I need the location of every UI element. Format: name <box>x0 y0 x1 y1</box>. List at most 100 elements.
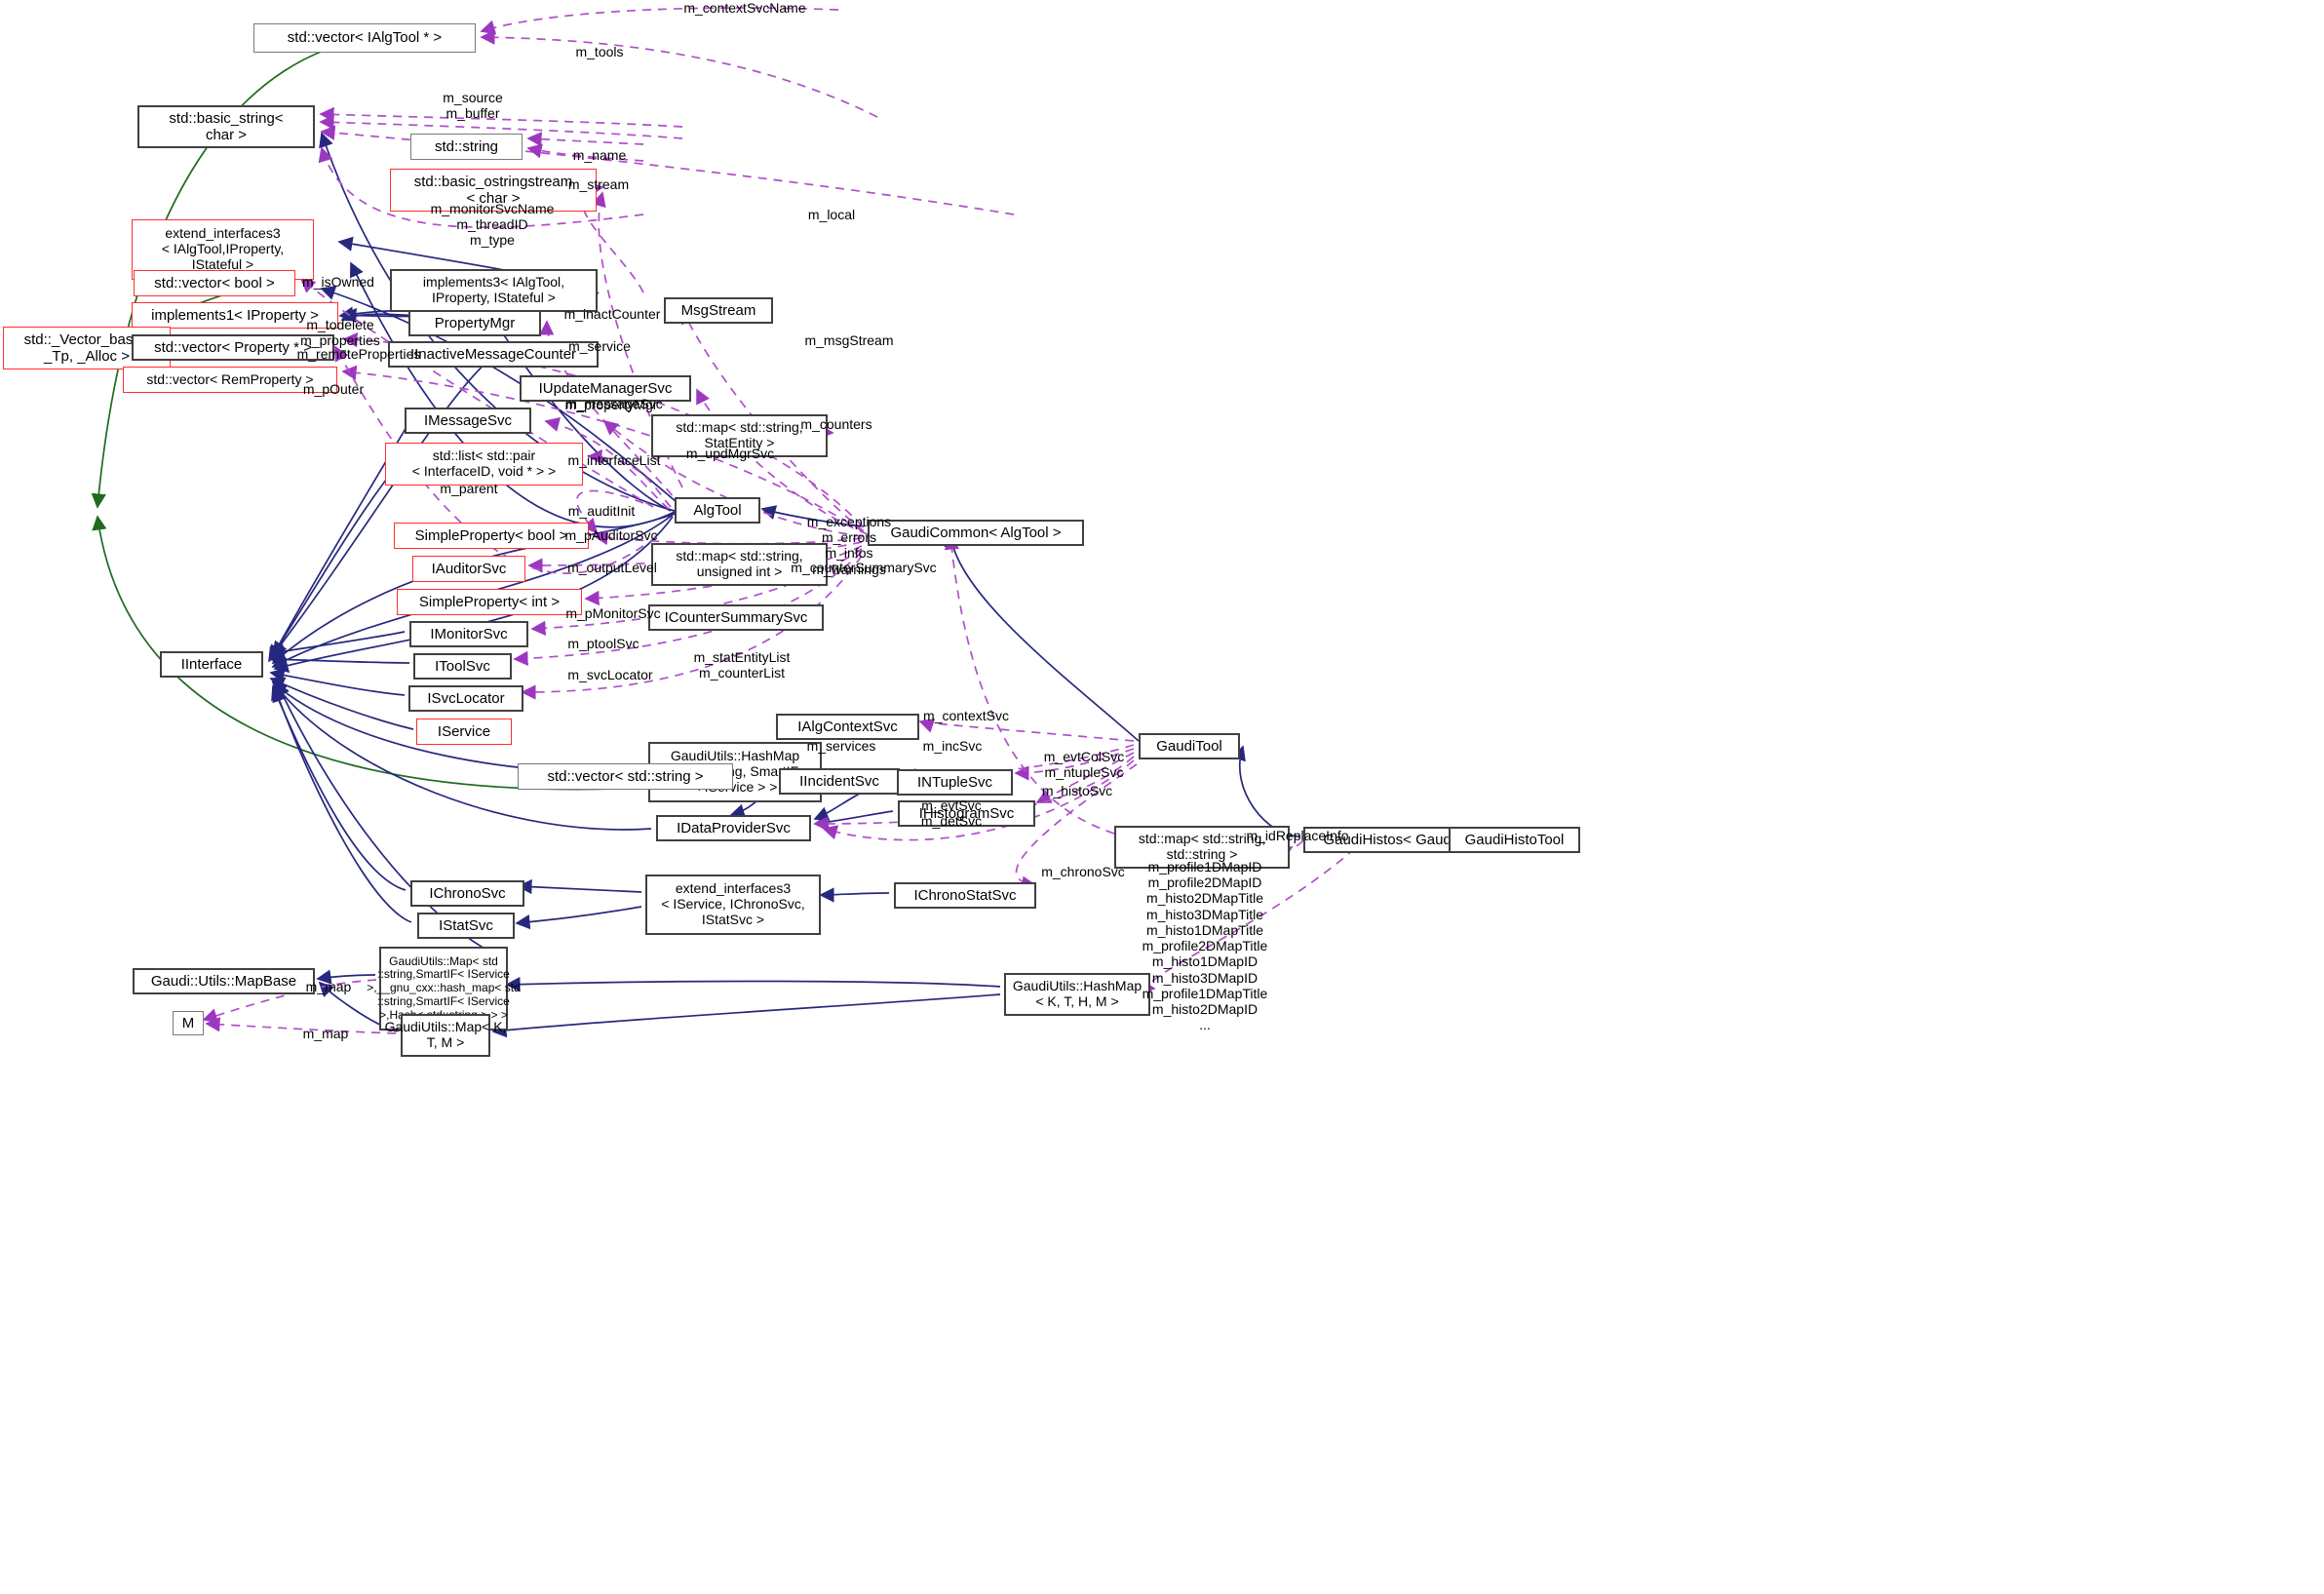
class-node-isvclocator[interactable]: ISvcLocator <box>408 685 523 712</box>
class-node-map-string-uint[interactable]: std::map< std::string, unsigned int > <box>651 543 828 586</box>
class-node-basic-ostringstream[interactable]: std::basic_ostringstream < char > <box>390 169 597 212</box>
class-node-vec-string[interactable]: std::vector< std::string > <box>518 763 733 790</box>
class-node-vec-property-ptr[interactable]: std::vector< Property * > <box>132 334 334 361</box>
class-node-ichronostatsvc[interactable]: IChronoStatSvc <box>894 882 1036 909</box>
edge-label-m-histosvc: m_histoSvc <box>1041 783 1113 798</box>
class-node-label: IStatSvc <box>439 916 493 934</box>
class-node-label: MsgStream <box>680 301 756 319</box>
edge-label-m-msgstream: m_msgStream <box>804 332 894 348</box>
edge-label-m-contextsvc: m_contextSvc <box>923 708 1009 723</box>
class-node-iservice[interactable]: IService <box>416 719 512 745</box>
class-node-label: std::map< std::string, unsigned int > <box>676 548 803 579</box>
edge-label-m-pmonitorsvc: m_pMonitorSvc <box>565 605 661 621</box>
class-node-imonitorsvc[interactable]: IMonitorSvc <box>409 621 528 647</box>
class-node-imessagesvc[interactable]: IMessageSvc <box>405 408 531 434</box>
class-node-label: IMessageSvc <box>423 411 513 429</box>
edge-label-m-service: m_service <box>568 338 631 354</box>
class-node-propertymgr[interactable]: PropertyMgr <box>408 310 541 336</box>
edge-label-m-inactcounter: m_inactCounter <box>563 306 661 322</box>
class-node-label: PropertyMgr <box>434 314 516 331</box>
class-node-label: std::map< std::string, std::string > <box>1138 831 1266 862</box>
class-node-label: std::basic_string< char > <box>169 109 284 143</box>
class-node-vec-remproperty[interactable]: std::vector< RemProperty > <box>123 367 337 393</box>
class-node-std-string[interactable]: std::string <box>410 134 523 160</box>
class-node-ichronosvc[interactable]: IChronoSvc <box>410 880 524 907</box>
edge-label-m-todelete-props: m_todelete m_properties <box>300 317 380 349</box>
class-node-ihistogramsvc[interactable]: IHistogramSvc <box>898 800 1035 827</box>
class-node-simpleproperty-bool[interactable]: SimpleProperty< bool > <box>394 523 589 549</box>
edge-label-m-counters: m_counters <box>800 416 872 432</box>
class-node-gaudicommon-algtool[interactable]: GaudiCommon< AlgTool > <box>868 520 1084 546</box>
class-node-basic-string[interactable]: std::basic_string< char > <box>137 105 315 148</box>
class-node-label: std::_Vector_base< _Tp, _Alloc > <box>23 330 150 365</box>
class-node-icountersummarysvc[interactable]: ICounterSummarySvc <box>648 604 824 631</box>
class-node-map-string-string[interactable]: std::map< std::string, std::string > <box>1114 826 1290 869</box>
class-node-extend3-ialgtool[interactable]: extend_interfaces3 < IAlgTool,IProperty,… <box>132 219 314 280</box>
class-node-hashmap-ktm[interactable]: GaudiUtils::HashMap < K, T, H, M > <box>1004 973 1150 1016</box>
class-node-label: extend_interfaces3 < IAlgTool,IProperty,… <box>161 225 285 272</box>
class-node-list-pair-iid[interactable]: std::list< std::pair < InterfaceID, void… <box>385 443 583 486</box>
class-node-iupdatemanagersvc[interactable]: IUpdateManagerSvc <box>520 375 691 402</box>
class-node-mapbase[interactable]: Gaudi::Utils::MapBase <box>133 968 315 994</box>
class-node-vec-bool[interactable]: std::vector< bool > <box>134 270 295 296</box>
class-node-idataprovidersvc[interactable]: IDataProviderSvc <box>656 815 811 841</box>
class-node-vec-ialgtool[interactable]: std::vector< IAlgTool * > <box>253 23 476 53</box>
edge-label-m-isowned: m_isOwned <box>302 274 374 290</box>
class-node-label: GaudiCommon< AlgTool > <box>890 524 1062 541</box>
class-node-label: AlgTool <box>693 501 742 519</box>
class-node-label: Gaudi::Utils::MapBase <box>150 972 297 990</box>
class-node-algtool[interactable]: AlgTool <box>675 497 760 524</box>
class-node-iincidentsvc[interactable]: IIncidentSvc <box>779 768 900 795</box>
class-node-label: IService <box>437 722 491 740</box>
edge-label-m-name: m_name <box>572 147 627 163</box>
edge-label-m-countersummarysvc: m_counterSummarySvc <box>791 560 937 575</box>
class-node-implements1-iproperty[interactable]: implements1< IProperty > <box>132 302 338 329</box>
class-node-label: IAlgContextSvc <box>797 718 898 735</box>
edge-label-m-ptoolsvc: m_ptoolSvc <box>567 636 639 651</box>
class-node-label: IHistogramSvc <box>918 804 1015 822</box>
class-node-msgstream[interactable]: MsgStream <box>664 297 773 324</box>
class-node-label: std::vector< RemProperty > <box>146 370 314 387</box>
edge-label-m-local: m_local <box>807 207 856 222</box>
class-node-label: std::vector< Property * > <box>154 338 312 356</box>
class-node-iinterface[interactable]: IInterface <box>160 651 263 678</box>
class-node-label: IUpdateManagerSvc <box>538 379 673 397</box>
class-node-label: IToolSvc <box>435 657 490 675</box>
class-node-label: std::vector< std::string > <box>547 767 704 785</box>
edge-label-m-chronosvc: m_chronoSvc <box>1041 864 1125 879</box>
class-node-gaudihistotool[interactable]: GaudiHistoTool <box>1449 827 1580 853</box>
class-node-ialgcontextsvc[interactable]: IAlgContextSvc <box>776 714 919 740</box>
class-node-itoolsvc[interactable]: IToolSvc <box>413 653 512 680</box>
edge-label-m-map-b: m_map <box>302 1026 349 1041</box>
class-node-extend3-iservice[interactable]: extend_interfaces3 < IService, IChronoSv… <box>645 875 821 935</box>
class-node-gauditool[interactable]: GaudiTool <box>1139 733 1240 759</box>
class-node-simpleproperty-int[interactable]: SimpleProperty< int > <box>397 589 582 615</box>
class-node-istatsvc[interactable]: IStatSvc <box>417 913 515 939</box>
class-node-label: IIncidentSvc <box>799 772 879 790</box>
class-node-iauditorsvc[interactable]: IAuditorSvc <box>412 556 525 582</box>
class-node-label: SimpleProperty< int > <box>418 593 561 610</box>
class-node-label: GaudiUtils::HashMap < K, T, H, M > <box>1012 978 1143 1009</box>
class-node-m-node[interactable]: M <box>173 1011 204 1035</box>
class-node-label: INTupleSvc <box>917 773 992 791</box>
edge-label-m-contextsvcname: m_contextSvcName <box>683 0 806 16</box>
class-node-iinactivemessagecounter[interactable]: IInactiveMessageCounter <box>388 341 599 368</box>
edge-label-m-source-buffer: m_source m_buffer <box>443 90 503 122</box>
edge-label-m-interfacelist: m_interfaceList <box>567 452 661 468</box>
class-node-label: IChronoStatSvc <box>913 886 1017 904</box>
class-node-implements3[interactable]: implements3< IAlgTool, IProperty, IState… <box>390 269 598 312</box>
class-node-label: IChronoSvc <box>429 884 506 902</box>
class-node-label: std::basic_ostringstream < char > <box>413 173 573 207</box>
class-node-intuplesvc[interactable]: INTupleSvc <box>897 769 1013 796</box>
class-node-label: IAuditorSvc <box>431 560 507 577</box>
edge-label-m-svclocator: m_svcLocator <box>567 667 653 682</box>
class-node-label: IInterface <box>180 655 243 673</box>
class-node-map-string-statentity[interactable]: std::map< std::string, StatEntity > <box>651 414 828 457</box>
class-node-label: extend_interfaces3 < IService, IChronoSv… <box>661 880 805 927</box>
edge-label-m-incsvc: m_incSvc <box>922 738 983 754</box>
edge-label-m-outputlevel: m_outputLevel <box>567 560 657 575</box>
class-node-label: IMonitorSvc <box>430 625 508 642</box>
class-node-label: M <box>181 1014 195 1031</box>
class-node-gaudiutils-map-ktm[interactable]: GaudiUtils::Map< K, T, M > <box>385 1014 506 1057</box>
